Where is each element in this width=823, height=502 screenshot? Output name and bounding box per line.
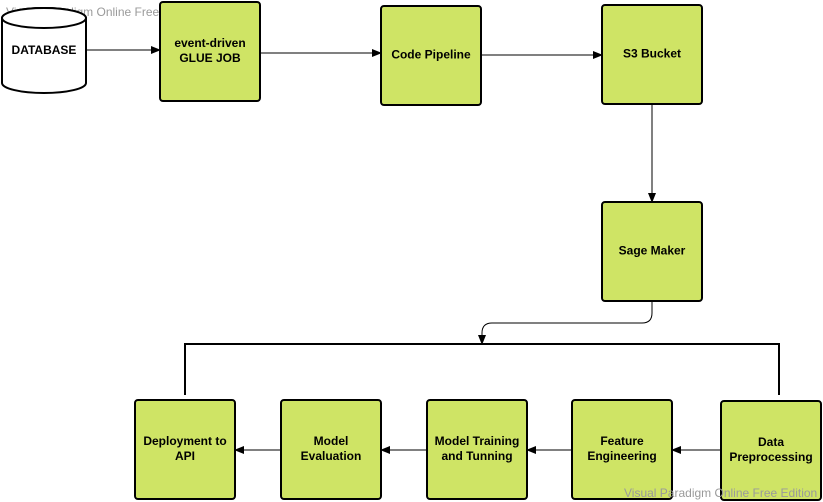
- node-label: Model: [314, 434, 349, 448]
- node-box: [280, 399, 382, 500]
- node-code-pipeline[interactable]: Code Pipeline: [380, 5, 482, 106]
- node-box: [426, 399, 528, 500]
- database-cylinder-top: [1, 7, 87, 29]
- node-label: DATABASE: [12, 43, 77, 57]
- node-box: [720, 400, 822, 501]
- node-box: [601, 4, 703, 105]
- watermark-bottom: Visual Paradigm Online Free Edition: [624, 486, 818, 500]
- node-box: [134, 399, 236, 500]
- node-label: Feature: [600, 434, 644, 448]
- node-box: [571, 399, 673, 500]
- node-label: API: [175, 449, 195, 463]
- node-label: Deployment to: [143, 434, 226, 448]
- node-label: Model Training: [435, 434, 520, 448]
- node-label: Evaluation: [301, 449, 362, 463]
- node-label: Code Pipeline: [391, 48, 471, 62]
- node-box: [159, 1, 261, 102]
- node-label: Preprocessing: [729, 450, 812, 464]
- node-sage-maker[interactable]: Sage Maker: [601, 201, 703, 302]
- edge-sage-maker-to-bracket: [478, 301, 653, 345]
- node-label: event-driven: [174, 36, 245, 50]
- node-box: [380, 5, 482, 106]
- node-label: GLUE JOB: [179, 51, 241, 65]
- node-label: Sage Maker: [619, 244, 686, 258]
- node-label: and Tunning: [441, 449, 512, 463]
- node-s3-bucket[interactable]: S3 Bucket: [601, 4, 703, 105]
- node-label: Data: [758, 435, 784, 449]
- node-database[interactable]: DATABASE: [1, 7, 87, 94]
- bracket-connector: [184, 343, 780, 395]
- node-label: Engineering: [587, 449, 656, 463]
- node-label: S3 Bucket: [623, 47, 681, 61]
- node-box: [601, 201, 703, 302]
